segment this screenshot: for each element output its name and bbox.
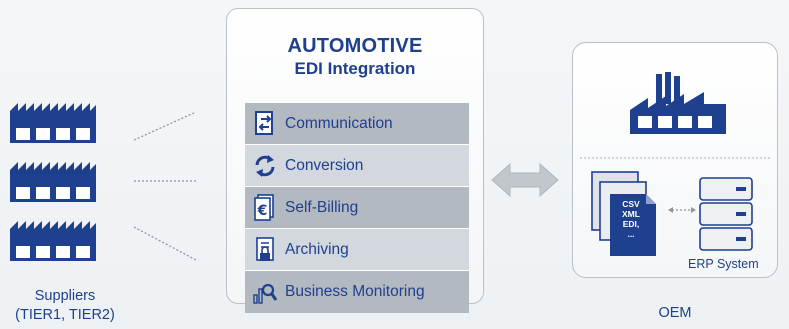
oem-divider bbox=[580, 157, 770, 159]
chart-magnifier-icon bbox=[245, 279, 285, 305]
service-row-self-billing: € Self-Billing bbox=[245, 187, 469, 229]
euro-invoice-icon: € bbox=[245, 193, 285, 222]
svg-text:€: € bbox=[257, 203, 268, 219]
erp-server-icon bbox=[699, 177, 753, 251]
document-stack-icon bbox=[591, 171, 656, 256]
service-label: Conversion bbox=[285, 156, 364, 174]
bidirectional-arrow-icon bbox=[491, 162, 559, 198]
supplier-factory-icon-1 bbox=[10, 103, 96, 143]
service-row-communication: Communication bbox=[245, 103, 469, 145]
suppliers-caption: Suppliers (TIER1, TIER2) bbox=[0, 287, 130, 325]
sync-arrows-icon bbox=[245, 154, 285, 178]
service-row-archiving: Archiving bbox=[245, 229, 469, 271]
format-label: CSV bbox=[622, 199, 640, 209]
format-label: EDI, bbox=[622, 219, 640, 229]
panel-subtitle: EDI Integration bbox=[294, 59, 416, 78]
document-format-list: CSV XML EDI, ... bbox=[618, 199, 644, 239]
oem-caption: OEM bbox=[658, 305, 692, 321]
connector-line-1 bbox=[133, 111, 197, 141]
service-label: Archiving bbox=[285, 240, 349, 258]
supplier-factory-icon-3 bbox=[10, 221, 96, 261]
oem-factory-icon bbox=[630, 72, 726, 134]
edi-integration-panel: AUTOMOTIVE EDI Integration Communication… bbox=[226, 8, 484, 313]
archive-lock-icon bbox=[245, 236, 285, 264]
supplier-factory-icon-2 bbox=[10, 162, 96, 202]
format-label: XML bbox=[622, 209, 640, 219]
service-label: Self-Billing bbox=[285, 198, 359, 216]
suppliers-tier-label: (TIER1, TIER2) bbox=[15, 307, 115, 323]
service-row-business-monitoring: Business Monitoring bbox=[245, 271, 469, 313]
panel-title: AUTOMOTIVE bbox=[287, 35, 423, 57]
format-ellipsis: ... bbox=[627, 229, 635, 239]
doc-erp-arrow-icon bbox=[668, 207, 696, 213]
erp-system-label: ERP System bbox=[688, 257, 759, 271]
document-transfer-icon bbox=[245, 110, 285, 138]
service-label: Communication bbox=[285, 114, 393, 132]
connector-line-3 bbox=[133, 226, 197, 261]
service-row-conversion: Conversion bbox=[245, 145, 469, 187]
suppliers-label: Suppliers bbox=[34, 288, 96, 304]
supplier-factories bbox=[10, 103, 197, 261]
service-label: Business Monitoring bbox=[285, 283, 425, 300]
